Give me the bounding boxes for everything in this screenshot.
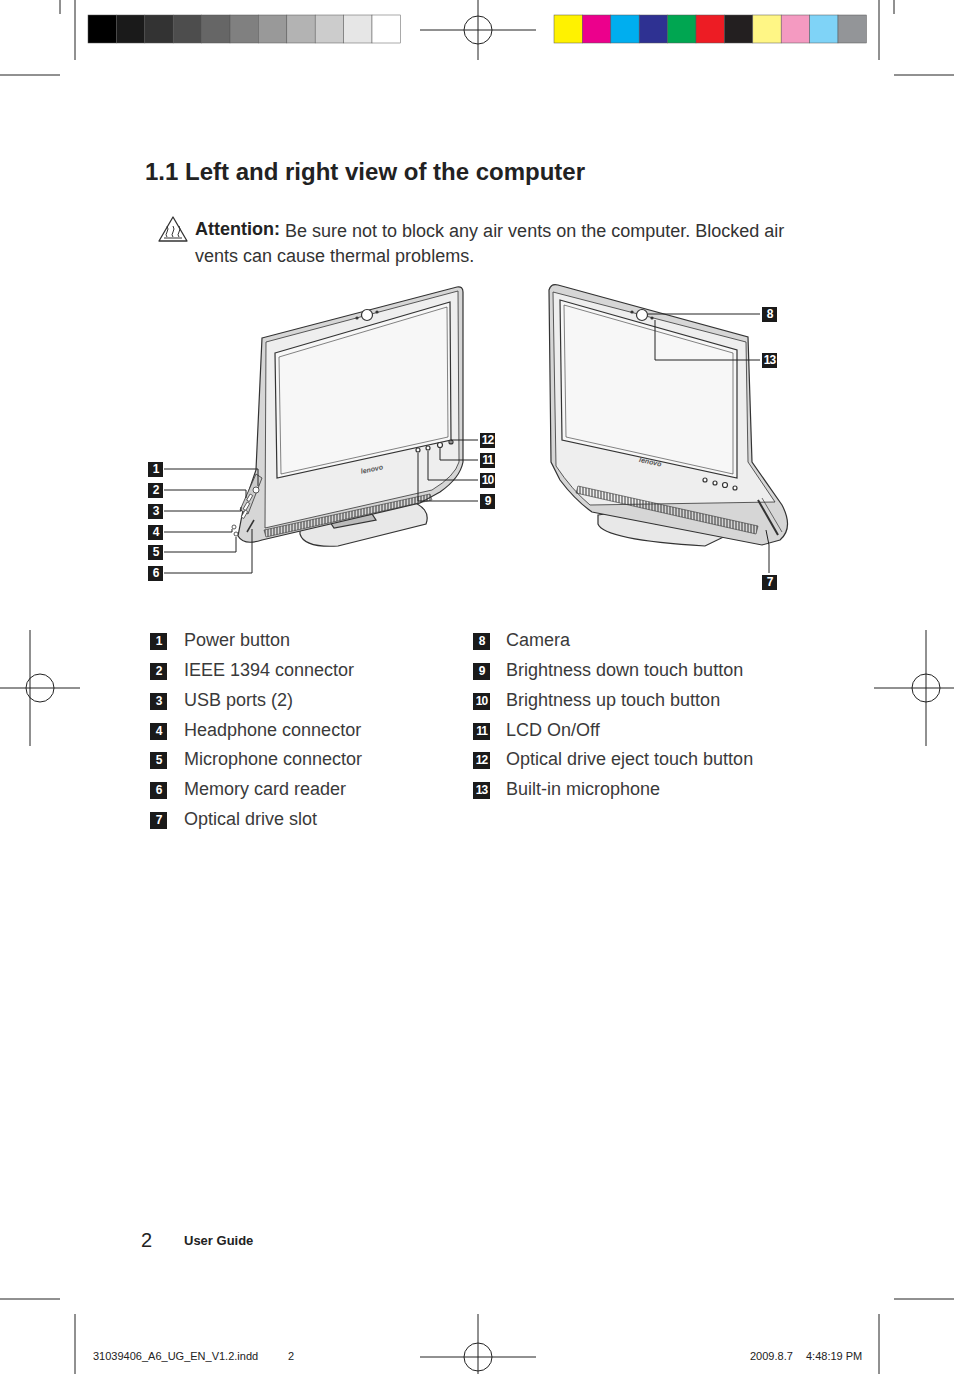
callout-number: 13 [473,782,490,799]
color-swatch [202,15,230,43]
color-swatch [753,15,781,43]
part-name: Microphone connector [184,749,362,771]
slug-text: 2009.8.7 [750,1350,793,1363]
slug-text: 31039406_A6_UG_EN_V1.2.indd [93,1350,258,1363]
callout-number: 3 [150,693,167,710]
slug-text: 4:48:19 PM [806,1350,862,1363]
part-name: Optical drive eject touch button [506,749,753,771]
color-swatch [372,15,400,43]
leader-lines [164,314,769,573]
color-swatch [145,15,173,43]
callout-number: 8 [762,307,777,322]
callout-number: 12 [473,752,490,769]
color-swatch [696,15,724,43]
callout-number: 2 [150,663,167,680]
color-swatch [88,15,116,43]
callout-number: 1 [148,462,163,477]
callout-number: 8 [473,633,490,650]
footer-title: User Guide [184,1233,253,1249]
color-swatch [724,15,752,43]
callout-number: 11 [473,723,490,740]
callout-number: 6 [150,782,167,799]
part-name: Memory card reader [184,779,346,801]
callout-number: 7 [762,575,777,590]
color-swatch [315,15,343,43]
color-swatch [116,15,144,43]
callout-number: 3 [148,504,163,519]
color-swatch [173,15,201,43]
color-swatch [554,15,582,43]
part-name: Power button [184,630,290,652]
part-name: Camera [506,630,570,652]
callout-number: 4 [148,525,163,540]
color-bars [88,15,866,43]
color-swatch [838,15,866,43]
color-swatch [639,15,667,43]
brand-logo: lenovo [360,463,384,476]
attention-label: Attention: [195,219,280,241]
callout-number: 7 [150,812,167,829]
part-name: LCD On/Off [506,720,600,742]
callout-number: 12 [480,433,495,448]
callout-number: 5 [150,752,167,769]
color-swatch [344,15,372,43]
right-view-computer [549,285,788,546]
callout-number: 13 [762,353,777,368]
part-name: Headphone connector [184,720,361,742]
part-name: Brightness down touch button [506,660,743,682]
left-view-computer [232,287,463,546]
color-swatch [287,15,315,43]
callout-number: 10 [480,473,495,488]
color-swatch [781,15,809,43]
part-name: Built-in microphone [506,779,660,801]
color-swatch [611,15,639,43]
part-name: USB ports (2) [184,690,293,712]
color-swatch [230,15,258,43]
part-name: IEEE 1394 connector [184,660,354,682]
callout-number: 1 [150,633,167,650]
callout-number: 9 [480,494,495,509]
slug-text: 2 [288,1350,294,1363]
part-name: Brightness up touch button [506,690,720,712]
part-name: Optical drive slot [184,809,317,831]
color-swatch [582,15,610,43]
brand-logo: lenovo [638,456,662,469]
color-swatch [258,15,286,43]
attention-text: Be sure not to block any air vents on th… [195,219,790,269]
callout-number: 4 [150,723,167,740]
page-number: 2 [141,1228,152,1252]
callout-number: 5 [148,545,163,560]
color-swatch [810,15,838,43]
callout-number: 9 [473,663,490,680]
callout-number: 10 [473,693,490,710]
color-swatch [668,15,696,43]
section-title: 1.1 Left and right view of the computer [145,158,585,187]
callout-number: 6 [148,566,163,581]
callout-number: 2 [148,483,163,498]
callout-number: 11 [480,453,495,468]
hot-surface-icon [159,217,187,241]
